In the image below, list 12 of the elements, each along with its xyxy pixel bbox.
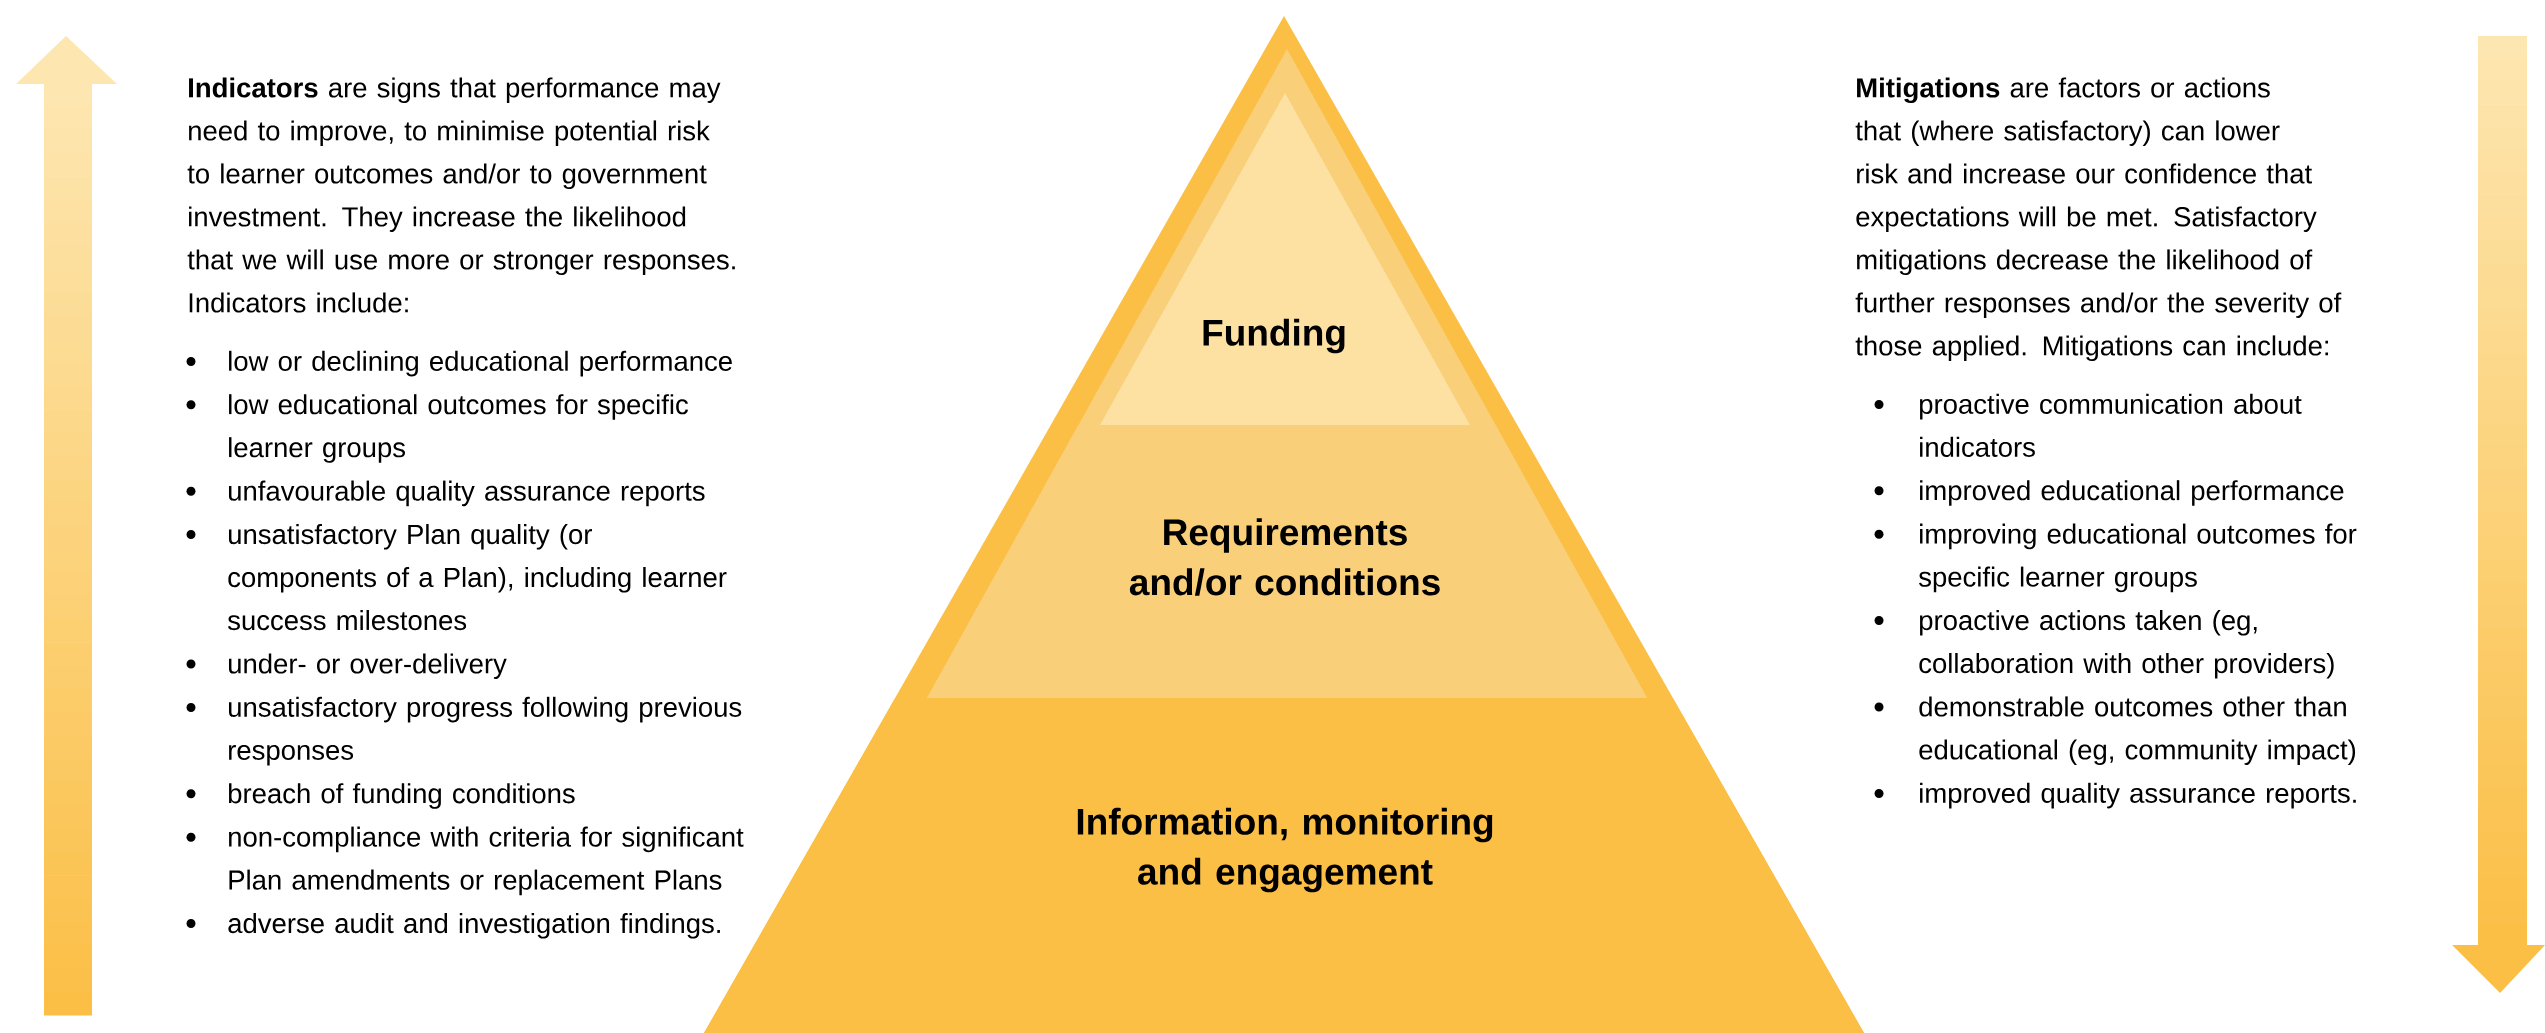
paragraph: Mitigations are factors or actions that (where satisfactory) can lower risk and increase our confidence that expectations will be met. Satisfactory mitigations decrease the likelihood of further responses and/or the severity of those applied. Mitigations can include:: [1855, 77, 2342, 361]
bullet-item: breach of funding conditions: [186, 783, 575, 809]
bullet-item: improved quality assurance reports.: [1874, 782, 2356, 809]
pyramid-tier: Funding: [1100, 93, 1470, 425]
bullet-item: demonstrable outcomes other than educational (eg, community impact): [1874, 696, 2356, 765]
paragraph: Indicators are signs that performance may need to improve, to minimise potential risk to learner outcomes and/or to government investment. They increase the likelihood that we will use more or stronger responses. Indicators include:: [187, 77, 735, 313]
pyramid-tier: Requirements and/or conditions: [927, 425, 1647, 698]
bullet-item: proactive actions taken (eg, collaboration with other providers): [1874, 610, 2334, 679]
bullet-item: unfavourable quality assurance reports: [186, 480, 705, 507]
bullet-item: under- or over-delivery: [186, 653, 507, 679]
bullet-item: improved educational performance: [1874, 480, 2344, 506]
bullet-item: low or declining educational performance: [186, 350, 732, 377]
